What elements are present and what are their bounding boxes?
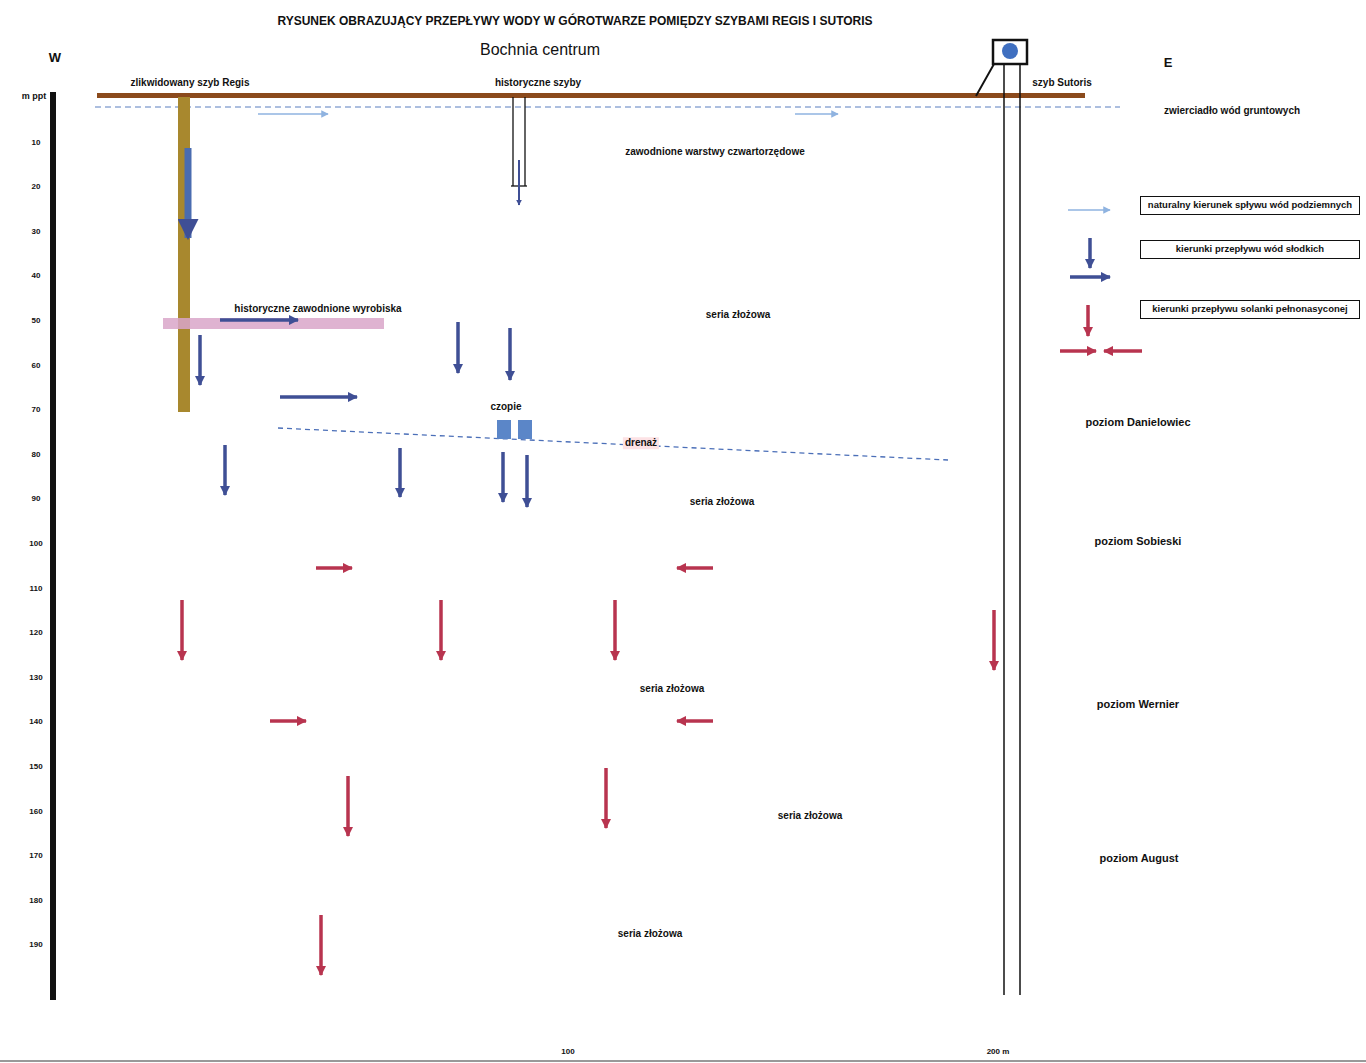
axis-tick: 90 [32,495,41,504]
scale-line [0,1060,1366,1062]
fresh-water-arrow [185,148,192,238]
axis-tick: 50 [32,316,41,325]
axis-tick: 180 [29,896,42,905]
legend-entry: naturalny kierunek spływu wód podziemnyc… [1140,196,1360,215]
axis-tick: 130 [29,673,42,682]
legend-entry: kierunki przepływu solanki pełnonasycone… [1140,300,1360,319]
flooded-workings [163,318,384,329]
natural-flow-arrows [258,114,1110,210]
axis-tick: 20 [32,183,41,192]
axis-tick: 100 [29,539,42,548]
level-name: poziom Wernier [1097,698,1179,711]
scale-label: 200 m [987,1047,1010,1056]
shaft-wall [1019,64,1021,995]
depth-axis [50,92,56,1000]
workings-label: historyczne zawodnione wyrobiska [234,303,401,315]
axis-tick: 10 [32,138,41,147]
level-name: poziom August [1099,852,1178,865]
axis-tick: 30 [32,227,41,236]
axis-tick: 150 [29,762,42,771]
axis-tick: 190 [29,941,42,950]
axis-tick: 40 [32,272,41,281]
subtitle: Bochnia centrum [480,41,600,59]
headframe [993,40,1027,64]
axis-tick: 170 [29,852,42,861]
plug [518,420,532,439]
shaft-name: szyb Sutoris [1032,77,1091,89]
plug-label: czopie [490,401,521,413]
layer-name: seria złożowa [618,928,682,940]
shaft-wall [1003,64,1005,995]
ground-surface [97,93,1085,98]
mine-level-outline [67,869,1257,887]
axis-tick: 160 [29,807,42,816]
axis-tick: 80 [32,450,41,459]
axis-tick: 120 [29,629,42,638]
historic-shaft [524,97,525,186]
brine-arrows [182,305,1142,975]
axis-unit: m ppt [22,91,47,101]
mine-level-outline [175,397,1205,462]
salt-rock-region-outline [65,172,1327,1002]
layer-name: seria złożowa [640,683,704,695]
axis-tick: 110 [30,584,43,593]
groundwater-label: zwierciadło wód gruntowych [1162,105,1302,117]
quaternary-layer: zawodnione warstwy czwartorzędowe [97,97,1080,172]
axis-tick: 70 [32,406,41,415]
direction: E [1164,56,1173,71]
mine-level: poziom August [67,869,1255,885]
plug [497,420,511,439]
headframe-wheel [1002,43,1018,59]
axis-tick: 60 [32,361,41,370]
layer-name: zawodnione warstwy czwartorzędowe [625,146,804,158]
mine-level: poziom Danielowiec [175,397,1203,460]
level-name: poziom Sobieski [1095,535,1182,548]
fresh-water-arrows [200,160,1110,507]
mine-level: poziom Wernier [67,716,1220,732]
axis-tick: 140 [29,718,42,727]
scale-label: 100 [561,1047,574,1056]
direction: W [49,51,61,66]
mine-level-outline [67,716,1222,734]
diagram-title: RYSUNEK OBRAZUJĄCY PRZEPŁYWY WODY W GÓRO… [277,15,872,29]
shaft-name: zlikwidowany szyb Regis [131,77,250,89]
headframe-leg [976,64,994,96]
layer-name: seria złożowa [690,496,754,508]
shaft-name: historyczne szyby [495,77,581,89]
mine-level-outline [72,558,1220,575]
salt-rock-region: seria złożowa seria złożowa seria złożowa s… [65,172,1325,1000]
groundwater-table [95,106,1120,107]
legend-entry: kierunki przepływu wód słodkich [1140,240,1360,259]
layer-name: seria złożowa [778,810,842,822]
mine-level: poziom Sobieski [72,558,1218,573]
liquidated-shaft [178,97,190,412]
layer-name: seria złożowa [706,309,770,321]
drainage-label: drenaż [623,437,659,449]
quaternary-layer-outline [97,97,1082,174]
historic-shaft [512,97,513,186]
level-name: poziom Danielowiec [1085,416,1190,429]
drainage-line [278,428,948,460]
